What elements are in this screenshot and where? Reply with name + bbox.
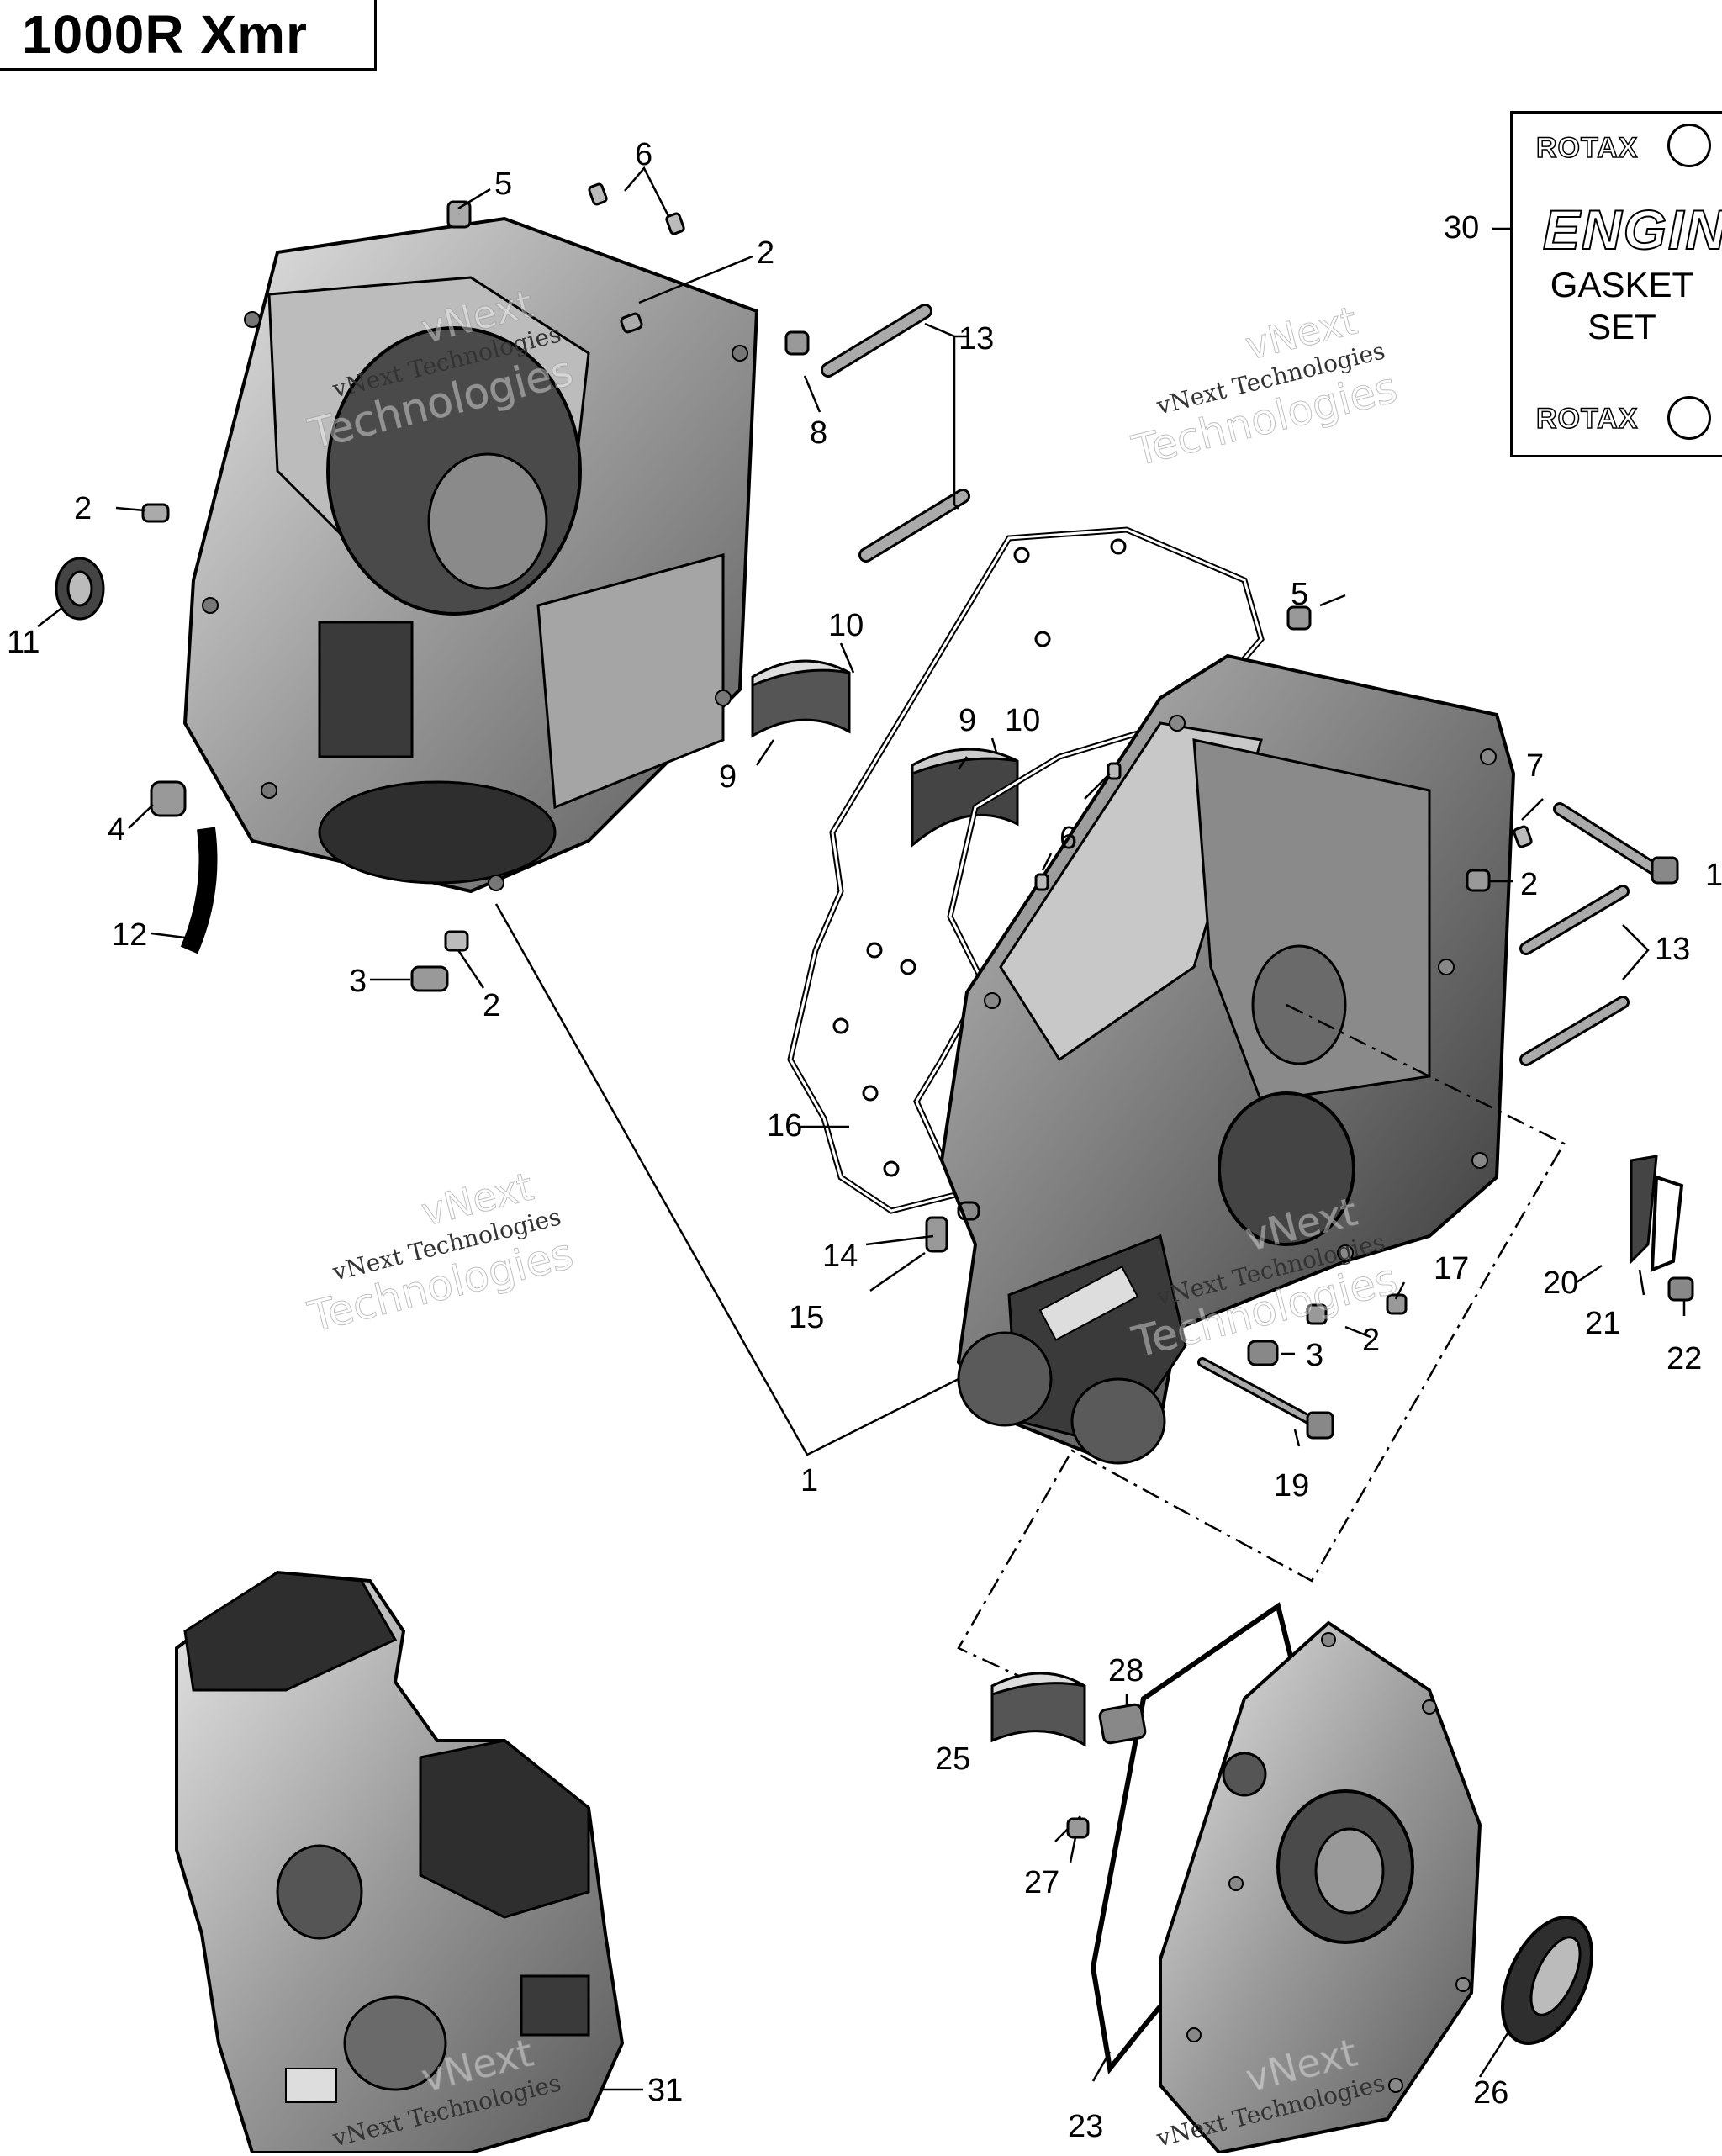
callout-1: 1 bbox=[800, 1463, 819, 1498]
callout-20: 20 bbox=[1543, 1266, 1579, 1301]
studs-upper bbox=[821, 304, 970, 563]
callout-27: 27 bbox=[1024, 1865, 1060, 1900]
kit-line-set: SET bbox=[1587, 307, 1656, 346]
model-title-box: 1000R Xmr bbox=[0, 0, 377, 71]
callout-21: 21 bbox=[1585, 1306, 1621, 1341]
callout-2: 2 bbox=[74, 491, 92, 526]
crankcase-left-half bbox=[182, 216, 759, 894]
small-parts-left bbox=[55, 182, 810, 992]
crankcase-right-half bbox=[939, 653, 1516, 1465]
kit-line-engine: ENGINE bbox=[1542, 198, 1722, 262]
callout-25: 25 bbox=[935, 1741, 971, 1777]
brand-logo-icon bbox=[1667, 124, 1711, 167]
kit-brand-bottom: ROTAX bbox=[1535, 402, 1639, 436]
callout-12: 12 bbox=[112, 917, 148, 953]
cover-assembly bbox=[990, 1602, 1593, 2153]
crank-bearings bbox=[751, 659, 1019, 848]
callout-16: 16 bbox=[767, 1108, 803, 1144]
callout-19: 19 bbox=[1274, 1468, 1310, 1503]
kit-line-gasket: GASKET bbox=[1550, 265, 1694, 304]
callout-5: 5 bbox=[1291, 577, 1309, 612]
callout-2: 2 bbox=[1362, 1323, 1381, 1358]
kit-brand-top: ROTAX bbox=[1535, 131, 1639, 165]
callout-14: 14 bbox=[822, 1239, 858, 1274]
callout-3: 3 bbox=[349, 964, 367, 999]
callout-23: 23 bbox=[1068, 2109, 1104, 2144]
model-title: 1000R Xmr bbox=[22, 4, 308, 65]
callout-2: 2 bbox=[1520, 867, 1539, 902]
callout-8: 8 bbox=[810, 415, 828, 451]
callout-10: 10 bbox=[1005, 703, 1041, 738]
callout-2: 2 bbox=[757, 235, 775, 271]
callout-31: 31 bbox=[647, 2073, 684, 2108]
callout-6: 6 bbox=[1059, 821, 1078, 856]
callout-15: 15 bbox=[789, 1300, 825, 1335]
callout-6: 6 bbox=[635, 137, 653, 172]
complete-engine bbox=[175, 1570, 625, 2153]
callout-9: 9 bbox=[719, 759, 737, 795]
callout-17: 17 bbox=[1434, 1251, 1470, 1287]
callout-1: 1 bbox=[1705, 858, 1722, 893]
callout-30: 30 bbox=[1444, 210, 1480, 246]
callout-28: 28 bbox=[1108, 1653, 1144, 1688]
callout-7: 7 bbox=[1526, 748, 1545, 784]
callout-22: 22 bbox=[1667, 1341, 1703, 1377]
callout-13: 13 bbox=[1655, 932, 1691, 967]
callout-10: 10 bbox=[828, 608, 864, 643]
callout-13: 13 bbox=[959, 321, 995, 357]
callout-2: 2 bbox=[483, 988, 501, 1023]
small-parts-right bbox=[925, 605, 1694, 1440]
callout-9: 9 bbox=[959, 703, 977, 738]
callout-11: 11 bbox=[7, 625, 40, 660]
callout-26: 26 bbox=[1473, 2075, 1509, 2111]
gasket-kit-box: ROTAX ROTAX ENGINE GASKET SET bbox=[1510, 111, 1722, 457]
callout-4: 4 bbox=[108, 812, 126, 848]
callout-5: 5 bbox=[494, 166, 513, 202]
brand-logo-icon bbox=[1667, 396, 1711, 440]
callout-3: 3 bbox=[1306, 1338, 1324, 1373]
